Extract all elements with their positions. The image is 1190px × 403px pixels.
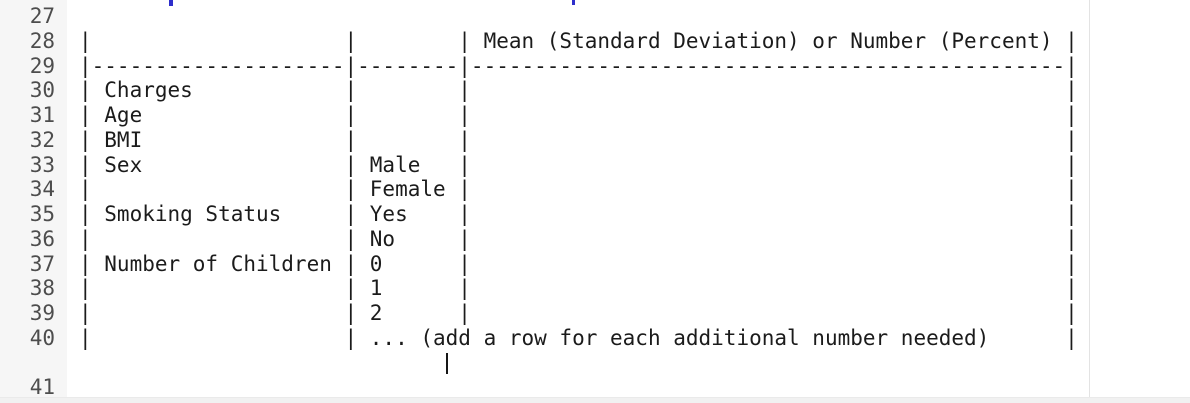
text-cursor (445, 352, 448, 374)
line-number: 38 (29, 276, 55, 301)
line-number: 41 (29, 375, 55, 400)
line-number: 36 (29, 226, 55, 251)
code-line[interactable]: | | | Mean (Standard Deviation) or Numbe… (79, 28, 1078, 53)
editor-bottom-edge (0, 397, 1190, 403)
code-line[interactable]: | | No | | (79, 226, 1078, 251)
code-line[interactable]: | Sex | Male | | (79, 152, 1078, 177)
code-line[interactable]: | Smoking Status | Yes | | (79, 202, 1078, 226)
line-number (0, 351, 67, 376)
code-line[interactable] (67, 4, 1190, 29)
code-line-wrap[interactable] (67, 351, 1190, 376)
line-number: 33 (29, 152, 55, 177)
code-line[interactable]: | Number of Children | 0 | | (79, 251, 1078, 276)
code-line[interactable]: | | ... (add a row for each additional n… (79, 325, 1078, 350)
line-number: 40 (29, 325, 55, 350)
line-number: 32 (29, 127, 55, 152)
code-line[interactable]: |--------------------|--------|---------… (79, 53, 1078, 78)
line-number: 27 (29, 4, 55, 28)
code-line[interactable]: | | 2 | | (79, 301, 1078, 325)
line-number: 28 (29, 28, 55, 53)
code-line[interactable]: | Age | | | (79, 103, 1078, 127)
code-line[interactable]: | BMI | | | (79, 127, 1078, 152)
clipped-glyph-fragment (572, 0, 575, 5)
margin-ruler-80col (1089, 0, 1090, 397)
line-number: 29 (29, 53, 55, 78)
line-number: 37 (29, 251, 55, 276)
line-number: 35 (29, 202, 55, 226)
line-number: 30 (29, 78, 55, 103)
code-line[interactable]: | | Female | | (79, 177, 1078, 202)
line-number: 39 (29, 301, 55, 325)
code-lines[interactable]: | | | Mean (Standard Deviation) or Numbe… (67, 0, 1190, 400)
clipped-glyph-fragment (169, 0, 173, 6)
code-line[interactable]: | Charges | | | (79, 78, 1078, 103)
line-number: 34 (29, 177, 55, 202)
line-number: 31 (29, 103, 55, 127)
code-line[interactable]: | | 1 | | (79, 276, 1078, 301)
